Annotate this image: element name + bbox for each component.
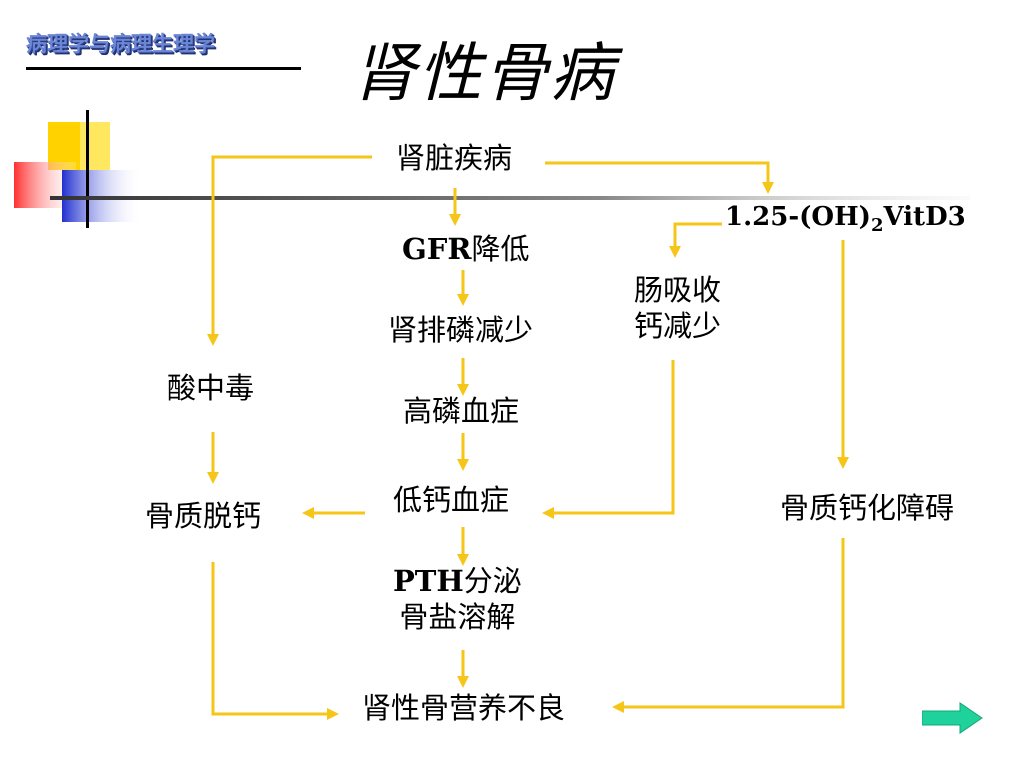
node-kidney-disease: 肾脏疾病: [396, 141, 513, 175]
next-arrow-icon[interactable]: [922, 702, 984, 734]
deco-horizontal-line: [50, 196, 970, 200]
node-renal-osteodystrophy: 肾性骨营养不良: [362, 691, 566, 725]
pth-prefix: PTH: [393, 564, 464, 598]
slide-title: 肾性骨病: [352, 37, 616, 111]
node-phosphate-excretion: 肾排磷减少: [388, 313, 534, 347]
pth-suffix: 分泌: [463, 564, 522, 598]
intestinal-line-2: 钙减少: [634, 309, 722, 344]
node-hypocalcemia: 低钙血症: [393, 483, 510, 517]
node-bone-calcification-disorder: 骨质钙化障碍: [780, 491, 955, 525]
gfr-suffix: 降低: [471, 232, 530, 266]
deco-yellow-block-right: [80, 122, 110, 170]
node-bone-salt-dissolution: 骨盐溶解: [399, 600, 516, 635]
arrow-calcification-to-osteodystrophy: [612, 538, 845, 713]
arrow-intestinal-to-hypocalcemia: [542, 360, 675, 519]
arrow-kidney-to-vitd3: [545, 161, 774, 194]
intestinal-line-1: 肠吸收: [634, 273, 722, 307]
node-acidosis: 酸中毒: [167, 371, 255, 405]
node-gfr-decrease: GFR降低: [402, 231, 529, 267]
node-vitd3: 1.25-(OH)2VitD3: [725, 201, 966, 238]
vitd3-prefix: 1.25-(OH): [725, 202, 871, 232]
arrow-vitd3-to-intestinal: [669, 222, 722, 258]
brand-underline: [26, 67, 301, 70]
course-brand: 病理学与病理生理学: [26, 32, 215, 56]
node-pth-secretion: PTH分泌 骨盐溶解: [393, 563, 522, 636]
vitd3-subscript: 2: [870, 215, 884, 237]
node-hyperphosphatemia: 高磷血症: [403, 394, 520, 428]
arrow-kidney-to-acidosis: [207, 155, 372, 346]
arrow-decalcification-to-osteodystrophy: [211, 562, 339, 720]
deco-vertical-line: [86, 110, 89, 228]
node-intestinal-calcium: 肠吸收 钙减少: [634, 272, 721, 345]
gfr-prefix: GFR: [402, 232, 472, 266]
decorative-blocks: [14, 110, 970, 228]
node-bone-decalcification: 骨质脱钙: [145, 499, 262, 533]
vitd3-suffix: VitD3: [883, 202, 966, 232]
